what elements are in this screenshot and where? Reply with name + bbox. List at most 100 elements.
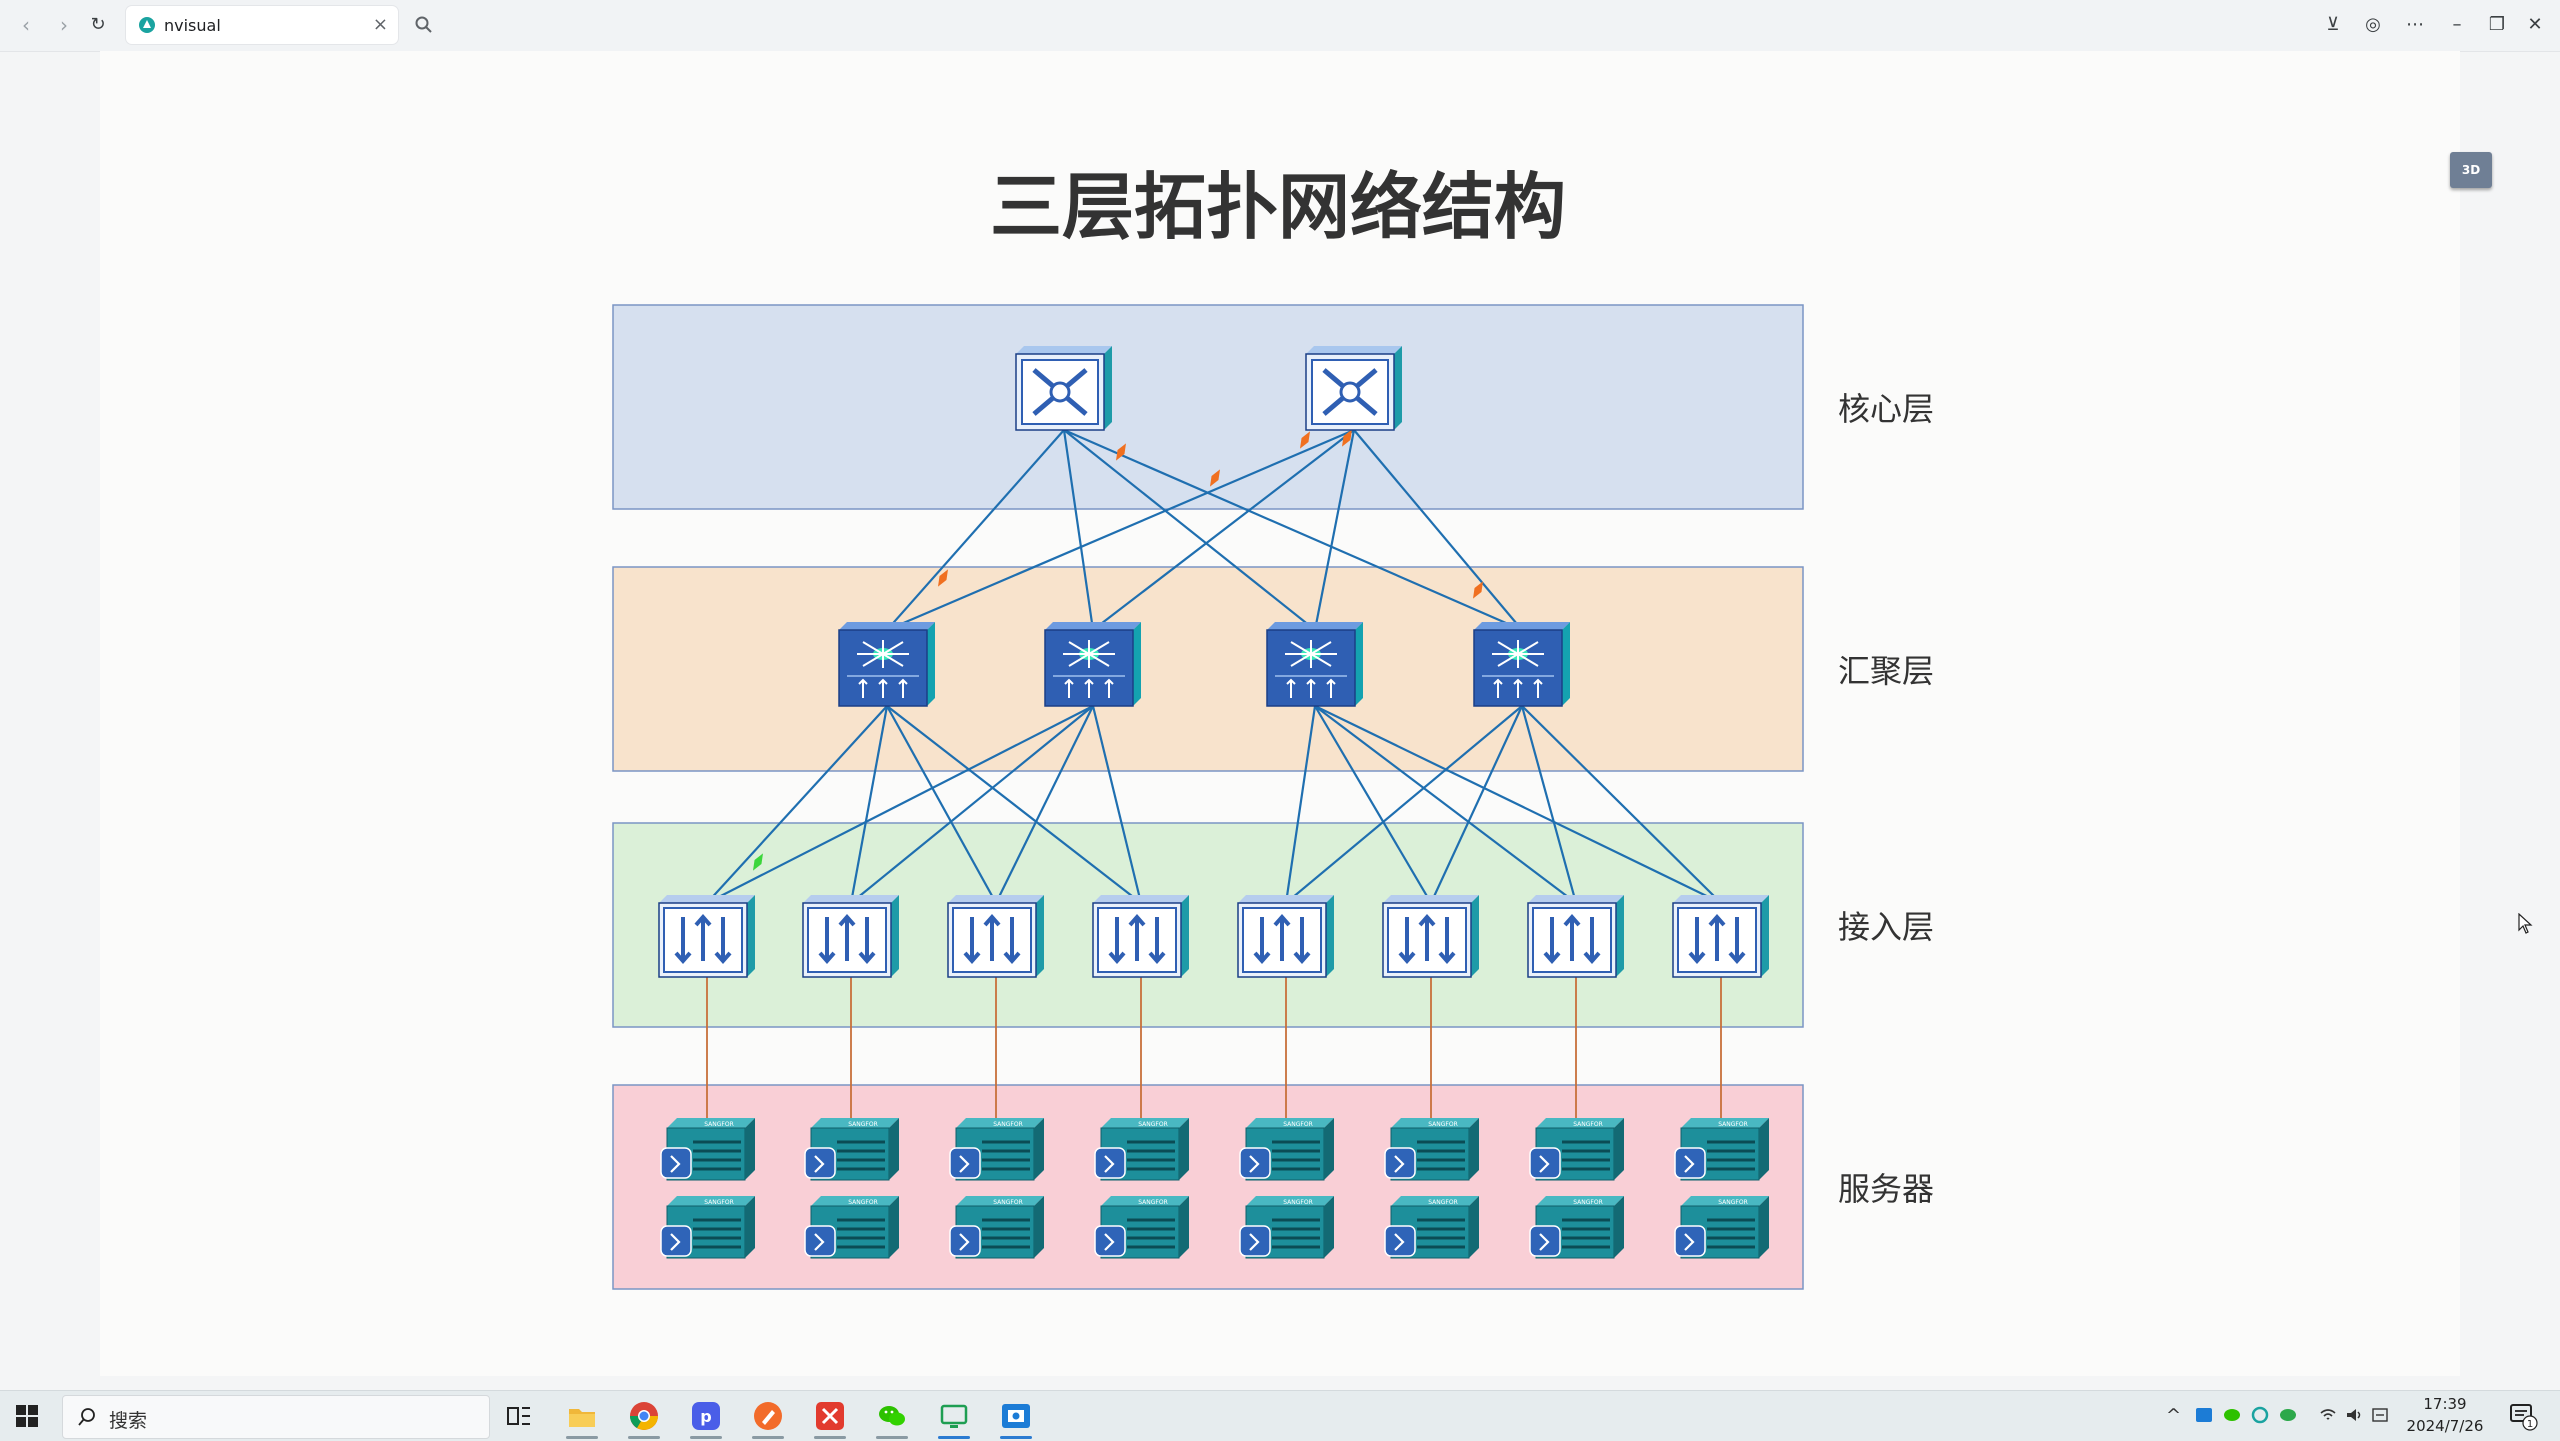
uplink-aggregation-access [1284,705,1317,904]
server-cloud-badge [804,1225,836,1257]
tray-app-icon[interactable] [2194,1405,2214,1425]
server-badge-arrow [1249,1155,1260,1173]
tray-chevron-up-icon[interactable]: ^ [2166,1405,2182,1426]
clock-date[interactable]: 2024/7/26 [2406,1417,2484,1435]
server-icon: SANGFOR [949,1118,1044,1181]
chrome-icon[interactable] [628,1400,660,1432]
server-brand-label: SANGFOR [1283,1121,1313,1128]
uplink-core-aggregation [1092,429,1355,631]
task-view-icon[interactable] [503,1400,535,1432]
notification-center-icon[interactable]: 1 [2508,1401,2538,1431]
clock-time[interactable]: 17:39 [2423,1395,2467,1413]
aggregation-spoke [862,653,884,667]
server-side [745,1196,755,1258]
aggregation-port-arrow [1286,678,1296,698]
server-badge-arrow [1394,1233,1405,1251]
device-side [1562,622,1570,706]
remote-desktop-icon[interactable] [938,1400,970,1432]
uplink-core-aggregation [1313,429,1356,631]
3d-view-button[interactable]: 3D [2450,152,2492,188]
forward-icon[interactable]: › [60,13,68,37]
tray-wechat-icon[interactable] [2222,1405,2242,1425]
search-icon[interactable] [414,15,434,35]
server-side [1034,1196,1044,1258]
file-explorer-icon[interactable] [566,1400,598,1432]
access-port-arrow [1108,917,1126,965]
server-top [1101,1118,1189,1128]
layer-label: 服务器 [1838,1170,1934,1208]
screen-recorder-icon[interactable] [1000,1400,1032,1432]
pen-app-icon[interactable] [752,1400,784,1432]
server-top [1391,1118,1479,1128]
device-side [1036,895,1044,977]
close-window-icon[interactable]: ✕ [2527,14,2543,35]
minimize-icon[interactable]: – [2452,14,2462,35]
server-top [1391,1196,1479,1206]
tray-chat-icon[interactable] [2278,1405,2298,1425]
server-badge-arrow [1394,1155,1405,1173]
windows-start-icon[interactable] [16,1405,38,1427]
server-icon: SANGFOR [949,1196,1044,1259]
svg-text:p: p [700,1407,711,1426]
tray-sync-icon[interactable] [2250,1405,2270,1425]
input-method-icon[interactable] [2370,1405,2390,1425]
taskbar-running-indicator [566,1436,598,1439]
aggregation-port-arrow [1306,678,1316,698]
access-switch-icon [658,895,755,978]
uplink-core-aggregation [1353,429,1523,631]
server-brand-label: SANGFOR [848,1199,878,1206]
download-icon[interactable]: ⊻ [2326,14,2340,35]
app-p-icon[interactable]: p [690,1400,722,1432]
core-switch-icon [1305,346,1402,431]
server-top [667,1196,755,1206]
notification-count: 1 [2527,1419,2533,1430]
device-top [1306,346,1402,354]
access-switch-icon [1237,895,1334,978]
aggregation-spoke [862,641,884,655]
layer-label: 核心层 [1838,390,1934,428]
nvisual-favicon-icon [139,17,155,33]
server-brand-label: SANGFOR [1718,1121,1748,1128]
server-badge-arrow [959,1233,970,1251]
tab-close-icon[interactable]: × [372,14,388,35]
server-brand-label: SANGFOR [848,1121,878,1128]
uplink-aggregation-access [1521,705,1722,904]
xmind-icon[interactable] [814,1400,846,1432]
tab-title: nvisual [164,16,221,35]
flow-arrow [938,569,948,587]
access-port-arrow [1688,917,1706,965]
aggregation-spoke [1497,653,1519,667]
taskbar-search-input[interactable]: 搜索 [62,1395,490,1439]
wechat-icon[interactable] [876,1400,908,1432]
server-cloud-badge [1674,1225,1706,1257]
server-cloud-badge [660,1225,692,1257]
core-switch-hub [1339,381,1361,403]
core-switch-icon [1015,346,1112,431]
server-side [1324,1196,1334,1258]
uplink-aggregation-access [1314,705,1577,904]
volume-icon[interactable] [2344,1405,2364,1425]
server-cloud-badge [1239,1225,1271,1257]
restore-icon[interactable]: ❐ [2488,14,2506,35]
taskbar-running-indicator [876,1436,908,1439]
aggregation-port-arrow [898,678,908,698]
device-top [1383,895,1479,903]
core-switch-hub [1049,381,1071,403]
device-side [891,895,899,977]
more-menu-icon[interactable]: ⋯ [2406,14,2424,35]
server-badge-arrow [1104,1233,1115,1251]
server-cloud-badge [1529,1147,1561,1179]
server-side [889,1196,899,1258]
reload-icon[interactable]: ↻ [90,14,106,35]
access-port-arrow [1293,917,1311,965]
back-icon[interactable]: ‹ [22,13,30,37]
server-top [1536,1196,1624,1206]
server-side [1324,1118,1334,1180]
device-side [1326,895,1334,977]
server-top [811,1196,899,1206]
globe-icon[interactable]: ◎ [2365,14,2381,35]
wifi-icon[interactable] [2318,1405,2338,1425]
browser-tab[interactable]: nvisual × [126,6,398,44]
aggregation-switch-icon [838,622,935,707]
